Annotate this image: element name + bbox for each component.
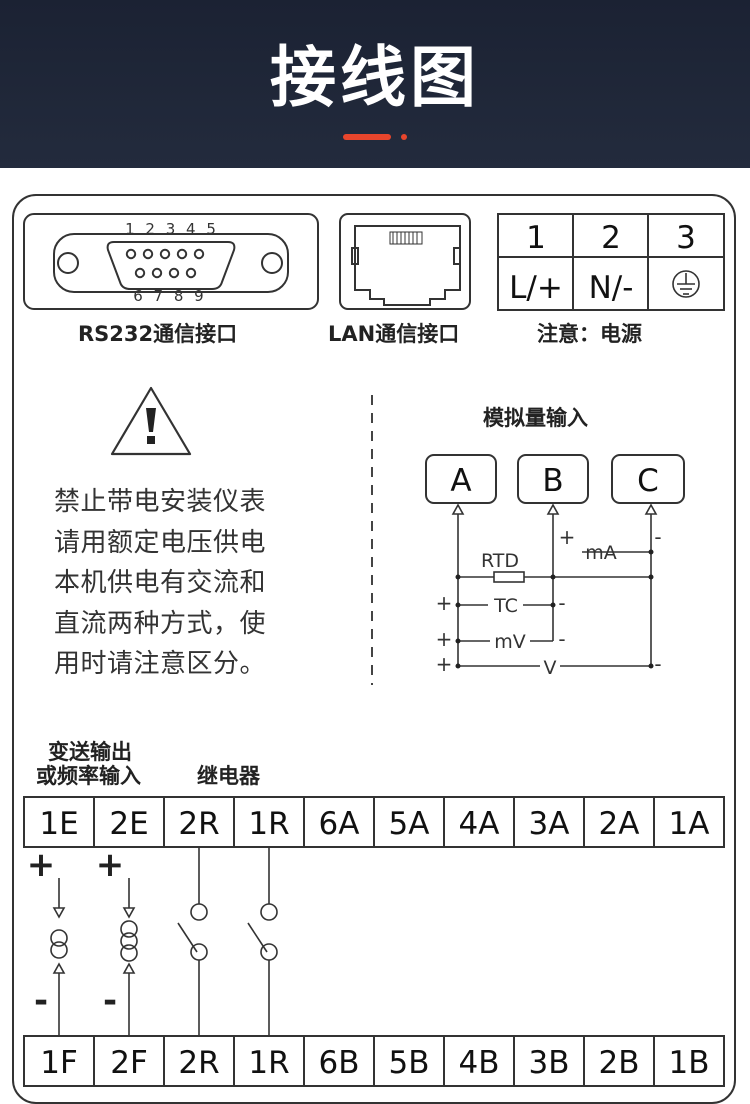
terminal-top-3a: 3A (529, 806, 570, 842)
analog-wiring (451, 503, 658, 667)
svg-text:-: - (103, 981, 117, 1021)
transmit-polarity: + + - - (27, 845, 125, 1021)
terminal-top-2e: 2E (109, 806, 148, 842)
warning-text: 禁止带电安装仪表 请用额定电压供电 本机供电有交流和 直流两种方式，使 用时请注… (54, 482, 266, 685)
page-title: 接线图 (270, 39, 480, 116)
terminal-bottom-1b: 1B (669, 1045, 710, 1081)
transmit-label-line2: 或频率输入 (36, 764, 141, 788)
svg-text:-: - (558, 627, 565, 651)
svg-text:+: + (27, 845, 56, 885)
terminal-top-1a: 1A (669, 806, 710, 842)
analog-title: 模拟量输入 (483, 406, 588, 430)
rtd-label: RTD (481, 550, 519, 572)
terminal-bottom-1f: 1F (40, 1045, 78, 1081)
analog-box-b: B (542, 463, 563, 499)
ma-label: mA (585, 542, 617, 564)
svg-text:-: - (654, 525, 661, 549)
rs232-pins-top: 1 2 3 4 5 (125, 220, 219, 238)
svg-text:-: - (654, 652, 661, 676)
tc-label: TC (493, 595, 518, 617)
terminal-bottom-6b: 6B (319, 1045, 360, 1081)
lan-connector (339, 213, 471, 310)
lan-label: LAN通信接口 (328, 322, 460, 346)
header-banner: 接线图 (0, 0, 750, 168)
analog-boxes (425, 454, 685, 504)
terminal-bottom-4b: 4B (459, 1045, 500, 1081)
warning-triangle-icon (110, 386, 192, 456)
transmit-label-line1: 变送输出 (48, 740, 132, 764)
terminal-bottom-2b: 2B (599, 1045, 640, 1081)
terminal-bottom-5b: 5B (389, 1045, 430, 1081)
terminal-top-2r: 2R (178, 806, 219, 842)
ground-icon (672, 270, 700, 298)
title-underline (343, 134, 391, 140)
terminal-bottom-1r: 1R (248, 1045, 289, 1081)
analog-junction-dots (455, 549, 654, 669)
svg-text:+: + (436, 591, 453, 615)
power-terminal-block (497, 213, 725, 311)
terminal-bottom-2r: 2R (178, 1045, 219, 1081)
power-label: 注意：电源 (537, 322, 642, 346)
svg-text:-: - (34, 981, 48, 1021)
terminal-top-5a: 5A (389, 806, 430, 842)
rs232-pins-bottom: 6 7 8 9 (133, 287, 206, 305)
terminal-top-2a: 2A (599, 806, 640, 842)
svg-text:+: + (436, 627, 453, 651)
warning-line: 本机供电有交流和 (54, 568, 267, 598)
terminal-bottom-3b: 3B (529, 1045, 570, 1081)
svg-text:+: + (96, 845, 125, 885)
warning-line: 用时请注意区分。 (54, 649, 267, 679)
terminal-top-6a: 6A (319, 806, 360, 842)
terminal-top-4a: 4A (459, 806, 500, 842)
power-number-3: 3 (676, 220, 696, 256)
v-label: V (544, 657, 557, 679)
power-number-2: 2 (601, 220, 621, 256)
relay-wiring (177, 847, 278, 1036)
warning-line: 请用额定电压供电 (54, 527, 267, 558)
power-term-n: N/- (589, 270, 634, 306)
top-terminal-strip (23, 796, 725, 848)
svg-text:+: + (436, 652, 453, 676)
rs232-connector (23, 213, 319, 310)
analog-box-a: A (450, 463, 471, 499)
bottom-terminal-strip (23, 1035, 725, 1087)
terminal-top-1e: 1E (39, 806, 78, 842)
svg-text:+: + (559, 525, 576, 549)
warning-line: 直流两种方式，使 (54, 608, 267, 639)
power-number-1: 1 (526, 220, 546, 256)
terminal-top-1r: 1R (248, 806, 289, 842)
rs232-label: RS232通信接口 (78, 322, 238, 346)
terminal-bottom-2f: 2F (110, 1045, 148, 1081)
svg-text:-: - (558, 591, 565, 615)
relay-label: 继电器 (197, 764, 260, 788)
warning-line: 禁止带电安装仪表 (54, 487, 267, 517)
transmit-wiring (50, 878, 138, 1036)
analog-polarity-marks: + - + - + - + - (436, 525, 662, 676)
mv-label: mV (494, 631, 526, 653)
power-term-l: L/+ (509, 270, 563, 306)
analog-box-c: C (637, 463, 659, 499)
title-underline-dot (401, 134, 407, 140)
